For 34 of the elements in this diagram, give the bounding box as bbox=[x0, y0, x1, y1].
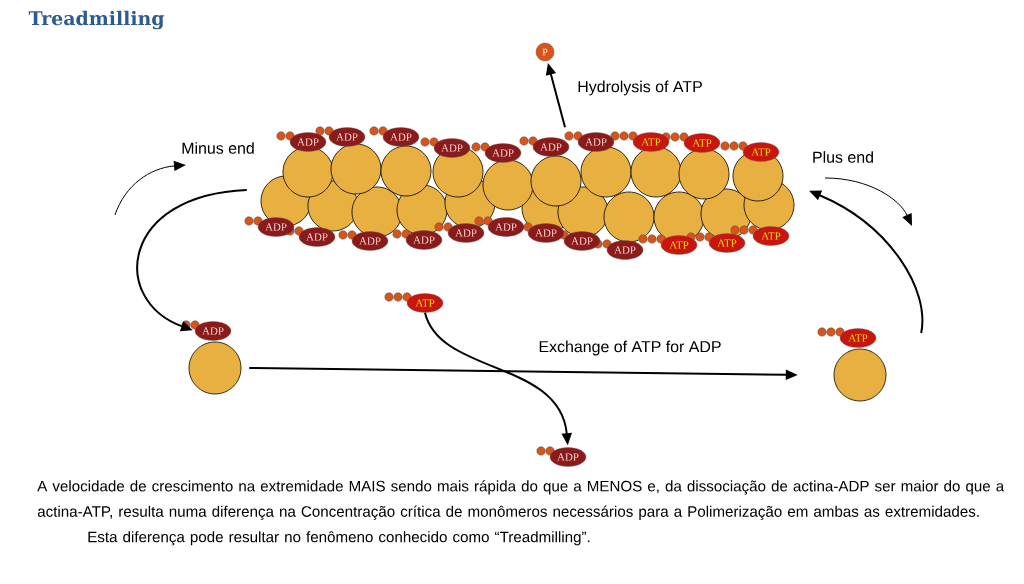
node-label: ADP bbox=[297, 138, 319, 146]
title: Treadmilling bbox=[28, 10, 165, 30]
node-label: ADP bbox=[614, 246, 636, 254]
adp-molecule: ADP bbox=[536, 446, 587, 467]
node-label: ADP bbox=[540, 143, 562, 151]
node-label: ADP bbox=[390, 133, 412, 141]
node-label: ATP bbox=[761, 232, 781, 240]
atp-molecule: ATP bbox=[384, 292, 444, 313]
node-label: ADP bbox=[571, 237, 593, 245]
node-label: ATP bbox=[751, 148, 771, 156]
node-label: ADP bbox=[585, 138, 607, 146]
node-label: ADP bbox=[306, 233, 328, 241]
actin-monomer: ADP bbox=[181, 320, 242, 395]
end-label: Plus end bbox=[813, 151, 873, 163]
node-label: ADP bbox=[495, 223, 517, 231]
actin-monomer: ATP bbox=[817, 327, 887, 402]
node-label: ADP bbox=[455, 229, 477, 237]
arrow bbox=[136, 189, 248, 332]
paragraph: A velocidade de crescimento na extremidade MAIS sendo mais rápida do que a MENOS e, da dissociação de actina-ADP ser maior do que a actina-ATP, resulta numa diferença na Concentração crítica de monômeros necessários para a Polimerização em ambas as extremidades. bbox=[37, 480, 1005, 520]
node-label: ATP bbox=[641, 138, 661, 146]
node-label: ADP bbox=[535, 229, 557, 237]
node-label: ADP bbox=[492, 149, 514, 157]
node-label: ATP bbox=[669, 241, 689, 249]
node-label: ADP bbox=[359, 237, 381, 245]
node-label: ATP bbox=[692, 139, 712, 147]
node-label: ADP bbox=[413, 236, 435, 244]
paragraph: Esta diferença pode resultar no fenômeno conhecido como “Treadmilling”. bbox=[88, 531, 590, 546]
node-label: ADP bbox=[441, 144, 463, 152]
node-label: ADP bbox=[336, 133, 358, 141]
node-label: ATP bbox=[848, 334, 868, 342]
node-label: ADP bbox=[202, 327, 224, 335]
edge-label: Exchange of ATP for ADP bbox=[537, 339, 723, 357]
node-label: ATP bbox=[717, 239, 737, 247]
edge-label: Hydrolysis of ATP bbox=[576, 79, 704, 97]
